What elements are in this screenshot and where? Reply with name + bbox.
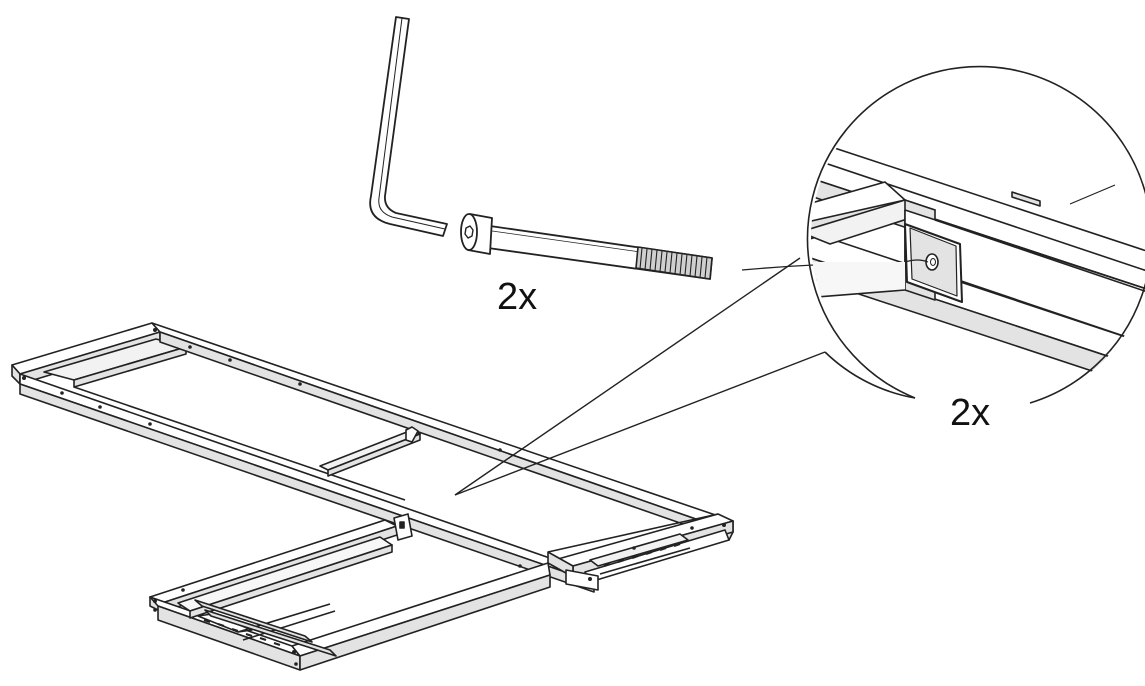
detail-quantity-label: 2x <box>950 392 990 434</box>
detail-magnified-view <box>806 65 1145 410</box>
detail-leader-line <box>904 259 929 263</box>
socket-cap-bolt-icon <box>460 213 713 280</box>
bolt-quantity-label: 2x <box>497 276 537 318</box>
detail-callout-lines <box>454 257 826 496</box>
frame-bolt-holes <box>22 328 726 666</box>
frame-slot-marks <box>203 542 681 647</box>
hex-key-icon <box>369 16 448 237</box>
base-frame-assembly <box>11 322 734 671</box>
